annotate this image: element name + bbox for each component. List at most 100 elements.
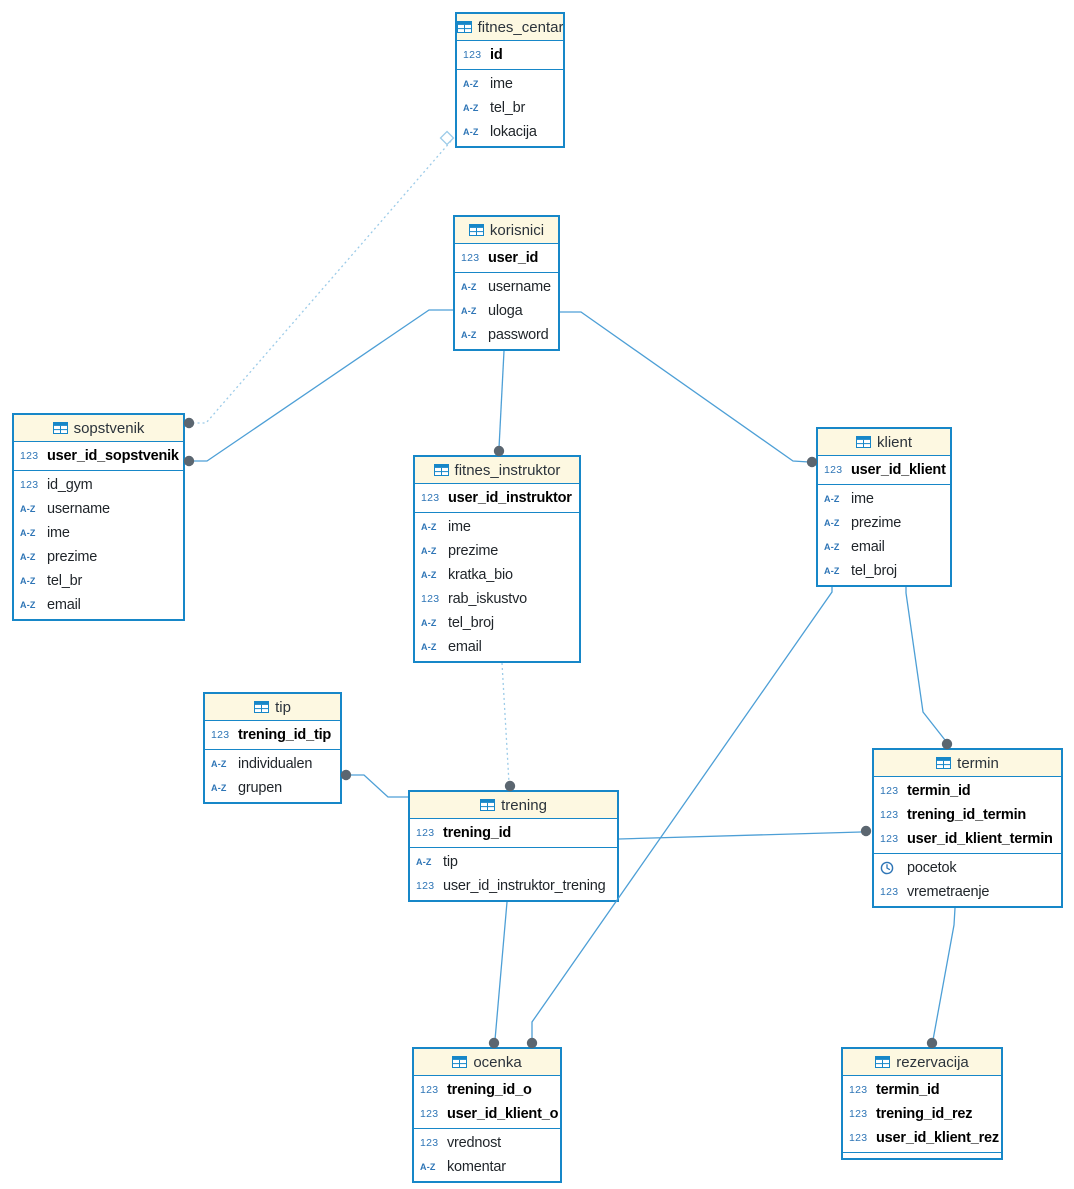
numeric-type-icon: 123: [20, 479, 39, 491]
column-rab_iskustvo[interactable]: 123 rab_iskustvo: [415, 587, 579, 611]
column-label: user_id_klient_termin: [907, 831, 1053, 847]
table-title: rezervacija: [896, 1053, 969, 1071]
table-header[interactable]: ocenka: [414, 1049, 560, 1076]
text-type-icon: A-Z: [20, 528, 36, 538]
numeric-type-icon: 123: [421, 492, 440, 504]
text-type-icon: A-Z: [463, 79, 479, 89]
column-pocetok[interactable]: pocetok: [874, 856, 1061, 880]
text-type-icon: A-Z: [20, 600, 36, 610]
table-header[interactable]: korisnici: [455, 217, 558, 244]
table-title: fitnes_centar: [477, 18, 563, 36]
table-header[interactable]: trening: [410, 792, 617, 819]
column-label: rab_iskustvo: [448, 591, 527, 607]
table-header[interactable]: termin: [874, 750, 1061, 777]
column-user_id_sopstvenik[interactable]: 123 user_id_sopstvenik: [14, 444, 183, 468]
text-type-icon: A-Z: [211, 783, 227, 793]
text-type-icon: A-Z: [421, 546, 437, 556]
text-type-icon: A-Z: [461, 306, 477, 316]
table-header[interactable]: klient: [818, 429, 950, 456]
table-icon: [52, 422, 68, 434]
numeric-type-icon: 123: [420, 1137, 439, 1149]
table-header[interactable]: rezervacija: [843, 1049, 1001, 1076]
numeric-type-icon: 123: [421, 593, 440, 605]
column-label: tip: [443, 854, 458, 870]
column-label: email: [851, 539, 885, 555]
columns-section: [843, 1152, 1001, 1158]
table-icon: [457, 21, 472, 33]
numeric-type-icon: 123: [20, 450, 39, 462]
table-header[interactable]: fitnes_centar: [457, 14, 563, 41]
column-label: user_id_sopstvenik: [47, 448, 179, 464]
column-label: pocetok: [907, 860, 957, 876]
column-label: user_id_klient_o: [447, 1106, 559, 1122]
table-icon: [480, 799, 496, 811]
numeric-type-icon: 123: [416, 827, 435, 839]
column-label: tel_broj: [448, 615, 494, 631]
key-columns-section: 123 trening_id: [410, 819, 617, 847]
column-label: trening_id: [443, 825, 512, 841]
column-trening_id[interactable]: 123 trening_id: [410, 821, 617, 845]
numeric-type-icon: 123: [849, 1108, 868, 1120]
text-type-icon: A-Z: [421, 570, 437, 580]
table-header[interactable]: sopstvenik: [14, 415, 183, 442]
table-header[interactable]: fitnes_instruktor: [415, 457, 579, 484]
table-header[interactable]: tip: [205, 694, 340, 721]
